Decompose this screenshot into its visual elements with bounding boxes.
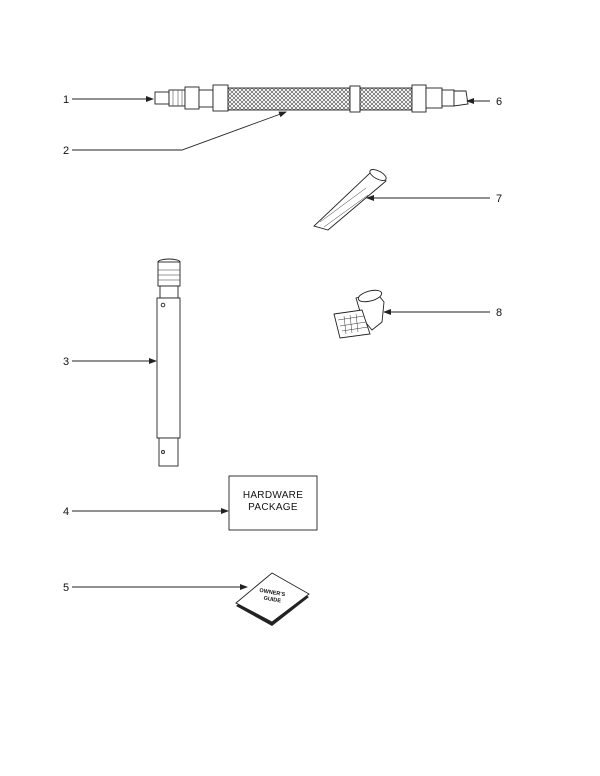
wand-detent bbox=[161, 450, 165, 454]
leader-lines bbox=[72, 96, 490, 590]
wand-bottom-end bbox=[158, 437, 179, 467]
callout-3: 3 bbox=[63, 356, 69, 368]
wand-top-cuff bbox=[157, 261, 181, 287]
hose-middle-band bbox=[349, 85, 361, 113]
callout-4: 4 bbox=[63, 506, 69, 518]
hose-left-cuff bbox=[168, 89, 186, 107]
hardware-package: HARDWARE PACKAGE bbox=[228, 475, 318, 531]
hose-left-sleeve bbox=[198, 89, 214, 108]
callout-5: 5 bbox=[63, 582, 69, 594]
hose-right-ring bbox=[411, 84, 427, 113]
callout-7: 7 bbox=[496, 193, 502, 205]
hose-mesh-right bbox=[359, 87, 413, 111]
upholstery-tool bbox=[333, 289, 385, 339]
hose-left-tip bbox=[154, 91, 170, 105]
hardware-package-box bbox=[228, 475, 318, 531]
hose-mesh-left bbox=[227, 87, 351, 111]
hose-assembly bbox=[154, 84, 469, 113]
hose-right-collar bbox=[441, 89, 455, 107]
owners-guide-cover bbox=[235, 572, 310, 623]
wand-latch bbox=[160, 302, 166, 308]
crevice-tool-opening bbox=[369, 169, 387, 181]
owners-guide-line1: OWNER'S bbox=[259, 588, 286, 598]
callout-1: 1 bbox=[63, 94, 69, 106]
owners-guide: OWNER'S GUIDE bbox=[235, 572, 310, 626]
callout-8: 8 bbox=[496, 307, 502, 319]
wand-collar bbox=[159, 285, 179, 299]
crevice-tool-body bbox=[313, 172, 387, 231]
crevice-tool bbox=[313, 169, 387, 231]
owners-guide-line2: GUIDE bbox=[263, 596, 282, 605]
leader-2 bbox=[72, 111, 287, 151]
callout-6: 6 bbox=[496, 96, 502, 108]
callout-2: 2 bbox=[63, 145, 69, 157]
hardware-package-line1: HARDWARE bbox=[243, 490, 303, 501]
hose-left-collar bbox=[184, 86, 200, 110]
hose-left-ring bbox=[212, 84, 229, 112]
upholstery-tool-opening bbox=[357, 289, 383, 303]
hose-right-sleeve bbox=[425, 87, 443, 109]
wand-tube bbox=[156, 297, 181, 439]
callout-numbers: 1 2 3 4 5 6 7 8 bbox=[63, 94, 502, 594]
hardware-package-line2: PACKAGE bbox=[248, 502, 298, 513]
extension-wand bbox=[156, 258, 181, 467]
hose-right-tip bbox=[453, 90, 469, 107]
